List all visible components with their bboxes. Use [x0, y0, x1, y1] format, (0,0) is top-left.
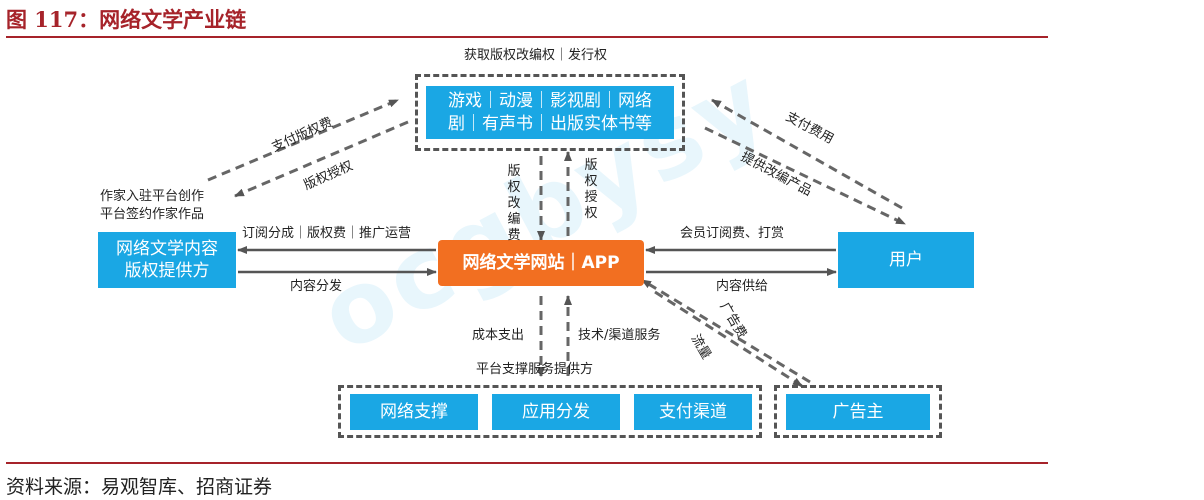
- label-copyright-license-mid: 版权授权: [584, 158, 598, 221]
- arrow-pay-copyright-fee: [207, 98, 399, 182]
- arrow-ad-fee: [641, 278, 811, 384]
- label-adaptation-fee: 版权改编费: [507, 164, 521, 243]
- label-content-distribution: 内容分发: [290, 279, 343, 294]
- arrow-provide-adapted: [704, 126, 906, 226]
- label-cost-expense: 成本支出: [472, 328, 525, 343]
- arrow-pay-fee: [711, 98, 903, 210]
- derivatives-group: [415, 74, 685, 151]
- advertiser-group: [774, 385, 942, 438]
- derivatives-line1: 游戏｜动漫｜影视剧｜网络: [448, 90, 652, 111]
- derivatives-heading: 获取版权改编权｜发行权: [464, 48, 608, 63]
- label-tech-channel-services: 技术/渠道服务: [578, 328, 661, 343]
- figure-source: 资料来源：易观智库、招商证券: [6, 476, 273, 498]
- content-provider-box: 网络文学内容 版权提供方: [98, 232, 236, 288]
- derivatives-line2: 剧｜有声书｜出版实体书等: [448, 113, 652, 134]
- support-app-dist-box: 应用分发: [492, 394, 620, 430]
- label-subscription-split: 订阅分成｜版权费｜推广运营: [242, 226, 412, 241]
- advertiser-box: 广告主: [786, 394, 930, 430]
- hub-box: 网络文学网站｜APP: [438, 240, 644, 286]
- footer-rule: [6, 462, 1048, 464]
- content-provider-line2: 版权提供方: [124, 261, 210, 281]
- author-label-line1: 作家入驻平台创作: [100, 189, 205, 204]
- figure-title: 图 117：网络文学产业链: [6, 7, 247, 32]
- label-membership-fees: 会员订阅费、打赏: [680, 226, 785, 241]
- derivatives-box: 游戏｜动漫｜影视剧｜网络 剧｜有声书｜出版实体书等: [426, 86, 674, 139]
- author-label-line2: 平台签约作家作品: [100, 207, 205, 222]
- content-provider-line1: 网络文学内容: [116, 239, 218, 259]
- support-group: [338, 385, 762, 438]
- support-network-box: 网络支撑: [350, 394, 478, 430]
- support-heading: 平台支撑服务提供方: [476, 362, 594, 377]
- arrow-copyright-license-left: [234, 120, 409, 198]
- label-content-supply: 内容供给: [716, 279, 769, 294]
- title-rule: [6, 36, 1048, 38]
- support-payment-box: 支付渠道: [634, 394, 752, 430]
- user-box: 用户: [838, 232, 974, 288]
